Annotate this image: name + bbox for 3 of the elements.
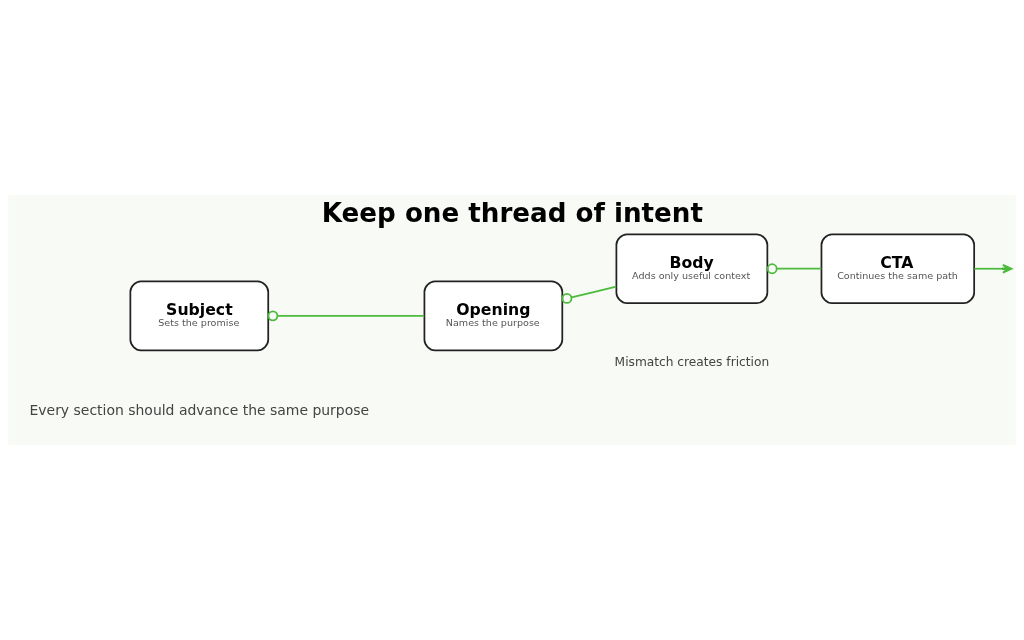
label: Mismatch creates friction — [614, 355, 770, 370]
label: Every section should advance the same purpose — [29, 402, 370, 419]
diagram-title: Keep one thread of intent — [321, 198, 703, 229]
